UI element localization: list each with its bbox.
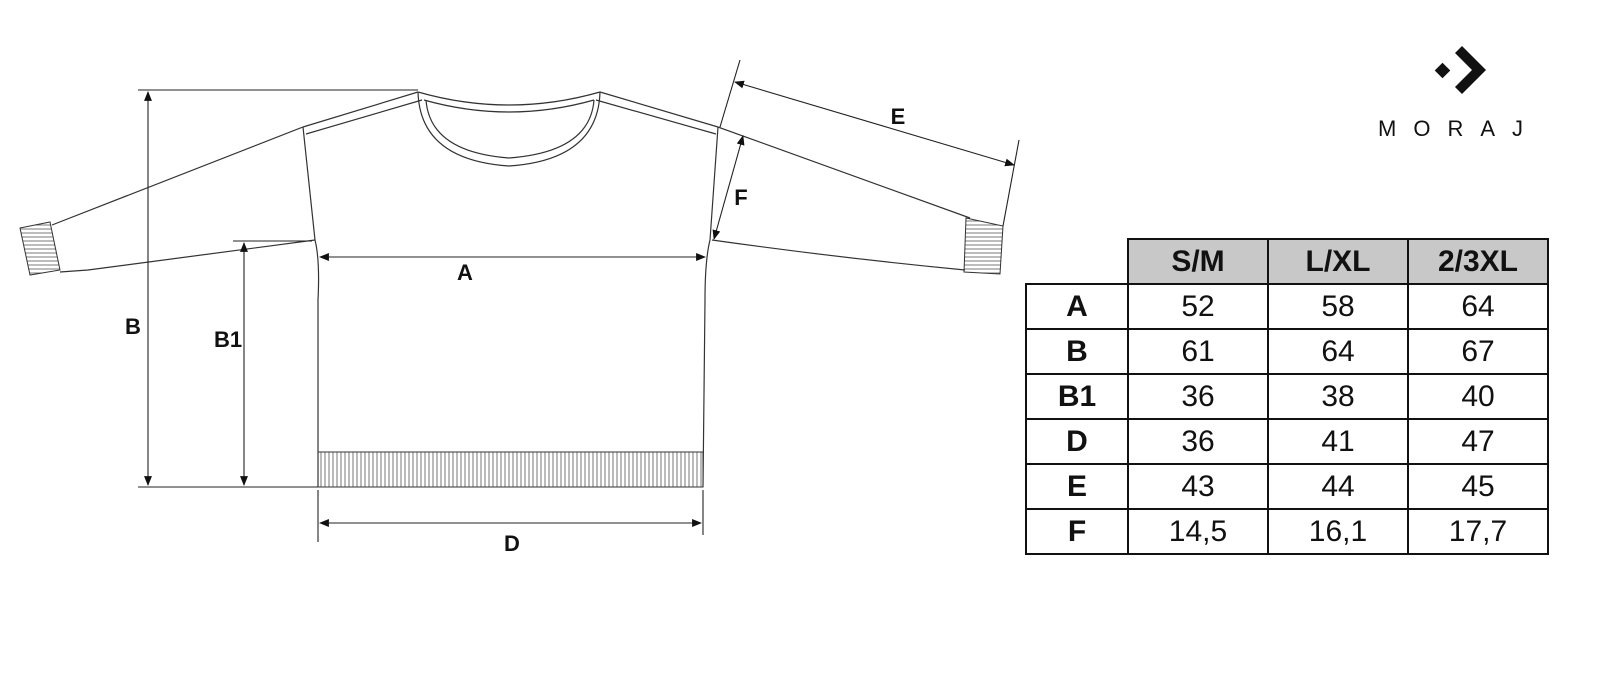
label-E: E [891, 104, 906, 129]
cell: 36 [1127, 373, 1269, 420]
cell: 41 [1267, 418, 1409, 465]
header-size: 2/3XL [1407, 238, 1549, 285]
cell: 47 [1407, 418, 1549, 465]
header-size: S/M [1127, 238, 1269, 285]
label-F: F [734, 185, 747, 210]
table-header-row: S/M L/XL 2/3XL [1026, 238, 1549, 285]
cell: 14,5 [1127, 508, 1269, 555]
cell: 40 [1407, 373, 1549, 420]
cell: 38 [1267, 373, 1409, 420]
header-size: L/XL [1267, 238, 1409, 285]
label-B: B [125, 314, 141, 339]
row-label: F [1025, 508, 1129, 555]
row-label: E [1025, 463, 1129, 510]
cell: 45 [1407, 463, 1549, 510]
cell: 67 [1407, 328, 1549, 375]
cell: 36 [1127, 418, 1269, 465]
cell: 43 [1127, 463, 1269, 510]
header-empty-cell [1026, 239, 1128, 284]
cell: 64 [1267, 328, 1409, 375]
dimension-lines [138, 59, 1020, 542]
row-label: D [1025, 418, 1129, 465]
row-label: A [1025, 283, 1129, 330]
label-B1: B1 [214, 327, 242, 352]
label-D: D [504, 531, 520, 556]
brand-name: MORAJ [1378, 116, 1540, 141]
label-A: A [457, 260, 473, 285]
moraj-logo-icon [1434, 46, 1486, 94]
cell: 17,7 [1407, 508, 1549, 555]
cell: 64 [1407, 283, 1549, 330]
sweater-outline [51, 91, 971, 488]
cell: 52 [1127, 283, 1269, 330]
rib-cuffs-and-hem [19, 217, 1004, 488]
cell: 16,1 [1267, 508, 1409, 555]
row-label: B [1025, 328, 1129, 375]
cell: 58 [1267, 283, 1409, 330]
cell: 61 [1127, 328, 1269, 375]
cell: 44 [1267, 463, 1409, 510]
row-label: B1 [1025, 373, 1129, 420]
